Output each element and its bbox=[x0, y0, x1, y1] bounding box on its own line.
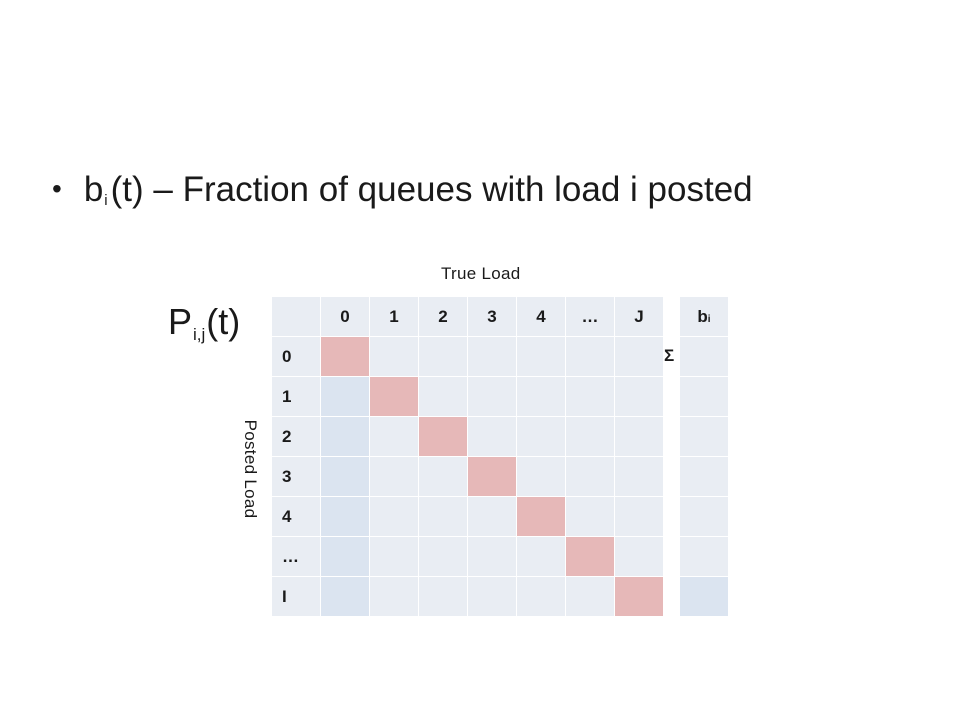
b-cell bbox=[680, 457, 728, 496]
matrix-cell bbox=[321, 497, 369, 536]
matrix-cell bbox=[468, 417, 516, 456]
col-header: … bbox=[566, 297, 614, 336]
matrix-cell bbox=[370, 417, 418, 456]
matrix-cell bbox=[468, 497, 516, 536]
matrix-cell bbox=[615, 457, 663, 496]
matrix-cell bbox=[321, 537, 369, 576]
posted-load-label: Posted Load bbox=[241, 419, 260, 519]
matrix-cell bbox=[566, 377, 614, 416]
matrix-cell bbox=[468, 337, 516, 376]
bullet-symbol: b bbox=[83, 170, 104, 209]
col-header: 3 bbox=[468, 297, 516, 336]
matrix-cell bbox=[321, 377, 369, 416]
b-cell bbox=[680, 497, 728, 536]
matrix-cell bbox=[419, 377, 467, 416]
matrix-cell bbox=[370, 497, 418, 536]
matrix-cell bbox=[517, 577, 565, 616]
matrix-cell bbox=[566, 417, 614, 456]
matrix-cell bbox=[517, 417, 565, 456]
load-matrix: 0 1 2 3 4 … J 0 1 2 3 4 … bbox=[272, 297, 663, 616]
b-subscript: i bbox=[707, 314, 711, 325]
row-header: 2 bbox=[272, 417, 320, 456]
row-header: 3 bbox=[272, 457, 320, 496]
matrix-cell bbox=[419, 457, 467, 496]
sum-symbol: Σ bbox=[664, 346, 675, 365]
b-cell bbox=[680, 537, 728, 576]
matrix-subscript: i,j bbox=[193, 325, 206, 344]
col-header: J bbox=[615, 297, 663, 336]
col-header: 2 bbox=[419, 297, 467, 336]
matrix-cell-diagonal bbox=[419, 417, 467, 456]
matrix-cell bbox=[468, 377, 516, 416]
matrix-cell bbox=[566, 337, 614, 376]
matrix-cell bbox=[566, 577, 614, 616]
b-cell-highlight bbox=[680, 577, 728, 616]
matrix-cell-diagonal bbox=[566, 537, 614, 576]
matrix-symbol: P bbox=[168, 301, 193, 342]
row-header: 4 bbox=[272, 497, 320, 536]
matrix-cell bbox=[370, 457, 418, 496]
matrix-cell bbox=[517, 537, 565, 576]
b-cell bbox=[680, 417, 728, 456]
matrix-cell-diagonal bbox=[321, 337, 369, 376]
matrix-cell bbox=[321, 457, 369, 496]
row-header: 1 bbox=[272, 377, 320, 416]
row-header: 0 bbox=[272, 337, 320, 376]
matrix-cell bbox=[370, 337, 418, 376]
matrix-cell bbox=[419, 337, 467, 376]
matrix-cell-diagonal bbox=[517, 497, 565, 536]
row-header: I bbox=[272, 577, 320, 616]
matrix-cell bbox=[615, 537, 663, 576]
matrix-cell bbox=[321, 417, 369, 456]
b-cell bbox=[680, 377, 728, 416]
matrix-cell bbox=[419, 577, 467, 616]
matrix-cell bbox=[517, 457, 565, 496]
matrix-cell bbox=[517, 337, 565, 376]
matrix-cell bbox=[419, 497, 467, 536]
matrix-cell-diagonal bbox=[615, 577, 663, 616]
b-symbol: b bbox=[697, 306, 708, 326]
bullet-subscript: i bbox=[104, 192, 108, 209]
row-header: … bbox=[272, 537, 320, 576]
matrix-cell bbox=[370, 537, 418, 576]
b-cell bbox=[680, 337, 728, 376]
matrix-suffix: (t) bbox=[206, 301, 241, 342]
matrix-cell bbox=[615, 377, 663, 416]
matrix-cell bbox=[468, 577, 516, 616]
col-header: 0 bbox=[321, 297, 369, 336]
matrix-cell bbox=[615, 337, 663, 376]
matrix-label: Pi,j(t) bbox=[168, 298, 240, 353]
col-header: 4 bbox=[517, 297, 565, 336]
matrix-cell bbox=[321, 577, 369, 616]
matrix-cell bbox=[615, 497, 663, 536]
matrix-cell bbox=[566, 457, 614, 496]
matrix-cell bbox=[517, 377, 565, 416]
corner-cell bbox=[272, 297, 320, 336]
matrix-cell-diagonal bbox=[370, 377, 418, 416]
bullet-dot-icon: • bbox=[52, 173, 62, 204]
matrix-cell bbox=[468, 537, 516, 576]
bullet-text: (t) – Fraction of queues with load i pos… bbox=[110, 170, 753, 209]
matrix-cell bbox=[615, 417, 663, 456]
matrix-cell bbox=[566, 497, 614, 536]
true-load-label: True Load bbox=[441, 264, 521, 283]
matrix-cell-diagonal bbox=[468, 457, 516, 496]
col-header: 1 bbox=[370, 297, 418, 336]
matrix-cell bbox=[419, 537, 467, 576]
matrix-cell bbox=[370, 577, 418, 616]
